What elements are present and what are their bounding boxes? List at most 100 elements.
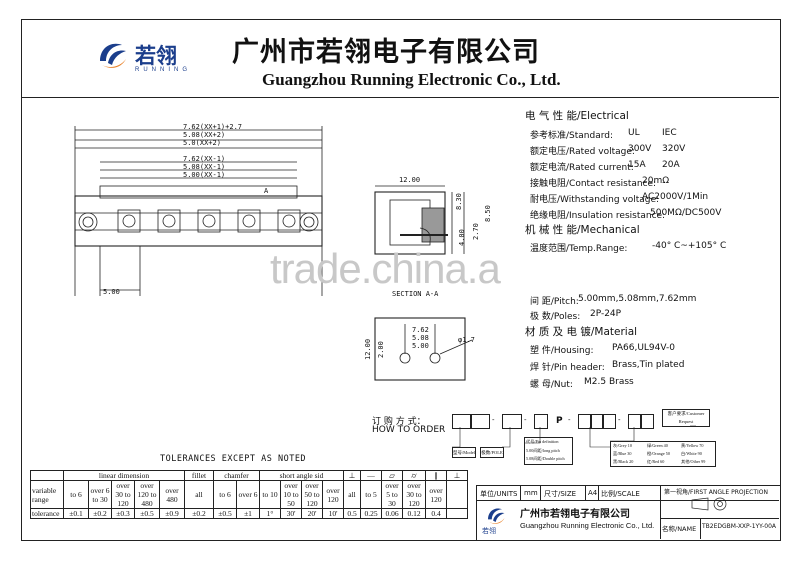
linear-tol-5: ±0.9 xyxy=(159,508,185,519)
side-section-view xyxy=(374,185,465,255)
material-title: 材 质 及 电 镀/Material xyxy=(525,326,638,338)
angle-tol-1: 1° xyxy=(259,508,281,519)
insulation-value: 500MΩ/DC500V xyxy=(650,208,722,218)
dim-pcb-508: 5.08 xyxy=(412,334,429,342)
group-chamfer: chamfer xyxy=(213,470,260,481)
dim-pins-500: 5.00(XX-1) xyxy=(183,171,226,179)
standard-iec: IEC xyxy=(662,128,677,138)
variable-range-label: variable range xyxy=(30,480,64,509)
tolerance-range-row: variable range to 6 over 6 to 30 over 30… xyxy=(30,480,468,509)
units-label: 单位/UNITS xyxy=(480,490,518,498)
current-ul: 15A xyxy=(628,160,646,170)
symbol-perpendicular-icon: ⊥ xyxy=(343,470,361,481)
name-value: TB2EDGBM-XXP-1YY-00A xyxy=(702,523,777,530)
logo-english-name: RUNNING xyxy=(135,67,191,73)
linear-tol-2: ±0.2 xyxy=(88,508,112,519)
dim-pitch: 5.00 xyxy=(103,288,120,296)
dim-side-v-830: 8.30 xyxy=(455,193,463,210)
order-dash-2: - xyxy=(524,416,527,424)
linear-range-5: over 480 xyxy=(159,480,185,509)
symbol-flatness-icon: — xyxy=(360,470,382,481)
electrical-title: 电 气 性 能/Electrical xyxy=(525,110,629,122)
nut-value: M2.5 Brass xyxy=(584,377,634,387)
standard-ul: UL xyxy=(628,128,640,138)
pitch-label: 间 距/Pitch: xyxy=(530,297,579,307)
watermark: trade.china.a xyxy=(270,245,501,292)
color-option-green: 绿/Green 40 xyxy=(647,443,668,448)
order-dash-4: - xyxy=(618,416,621,424)
first-angle-projection-icon xyxy=(691,497,727,511)
dim-side-v-850: 8.50 xyxy=(484,205,492,222)
running-logo-icon xyxy=(100,43,126,68)
logo-chinese-name: 若翎 xyxy=(135,44,177,68)
geo-tol-5: 0.4 xyxy=(425,508,447,519)
temp-label: 温度范围/Temp.Range: xyxy=(530,244,628,254)
symbol-parallelogram-icon: ▱ xyxy=(381,470,403,481)
geo-tol-3: 0.06 xyxy=(381,508,403,519)
fillet-tol: ±0.2 xyxy=(184,508,214,519)
color-option-orange: 橙/Orange 50 xyxy=(647,451,670,456)
front-view-drawing xyxy=(74,126,323,296)
contact-value: 20mΩ xyxy=(642,176,670,186)
dim-pcb-500: 5.00 xyxy=(412,342,429,350)
order-tag-colors: 灰/Grey 10 蓝/Blue 30 黑/Black 20 绿/Green 4… xyxy=(610,441,716,467)
order-box-pole xyxy=(502,414,522,429)
angle-tol-3: 20' xyxy=(301,508,323,519)
geo-tol-2: 0.25 xyxy=(360,508,382,519)
terminal-screws xyxy=(117,209,301,233)
symbol-cylindricity-icon: ⌭ xyxy=(402,470,426,481)
drawing-frame xyxy=(21,19,781,541)
titleblock-company-cn: 广州市若翎电子有限公司 xyxy=(520,509,630,520)
withstand-label: 耐电压/Withstanding voltage: xyxy=(530,195,660,205)
mechanical-title: 机 械 性 能/Mechanical xyxy=(525,224,640,236)
chamfer-range-1: to 6 xyxy=(213,480,237,509)
group-fillet: fillet xyxy=(184,470,214,481)
pcb-layout-drawing xyxy=(374,317,473,381)
order-title-cn: 订 购 方 式： xyxy=(372,417,426,427)
geo-tol-4: 0.12 xyxy=(402,508,426,519)
geo-range-3: over 5 to 30 xyxy=(381,480,403,509)
color-option-blue: 蓝/Blue 30 xyxy=(613,451,632,456)
order-dash-1: - xyxy=(492,416,495,424)
linear-tol-4: ±0.5 xyxy=(134,508,160,519)
insulation-label: 绝缘电阻/Insulation resistance: xyxy=(530,211,666,221)
color-option-black: 黑/Black 20 xyxy=(613,459,634,464)
order-box-color-3 xyxy=(602,414,616,429)
order-box-pitch xyxy=(534,414,548,429)
pitch-option-1: 代号/Pin definition xyxy=(526,439,559,444)
color-option-red: 红/Red 60 xyxy=(647,459,665,464)
angle-range-2: over 10 to 50 xyxy=(280,480,302,509)
order-box-model-2 xyxy=(470,414,490,429)
order-leader-lines xyxy=(452,425,696,448)
symbol-parallel-icon: ∥ xyxy=(425,470,447,481)
dim-overall-508: 5.08(XX+2) xyxy=(183,131,226,139)
color-option-white: 白/White 90 xyxy=(681,451,702,456)
angle-range-3: over 50 to 120 xyxy=(301,480,323,509)
current-iec: 20A xyxy=(662,160,680,170)
company-name-chinese: 广州市若翎电子有限公司 xyxy=(232,37,540,68)
angle-range-4: over 120 xyxy=(322,480,344,509)
order-dash-3: - xyxy=(568,416,571,424)
pitch-option-2: 5.00间距/long pitch xyxy=(526,447,560,453)
color-option-other: 其他/Other 99 xyxy=(681,459,706,464)
color-option-grey: 灰/Grey 10 xyxy=(613,443,632,448)
angle-tol-4: 10' xyxy=(322,508,344,519)
group-angle: short angle sid xyxy=(259,470,344,481)
header-divider xyxy=(21,97,779,98)
titleblock-company-en: Guangzhou Running Electronic Co., Ltd. xyxy=(520,521,655,530)
linear-range-1: to 6 xyxy=(63,480,89,509)
scale-label: 比例/SCALE xyxy=(601,490,640,498)
order-p-letter: P xyxy=(556,416,563,426)
tolerance-group-row: linear dimension fillet chamfer short an… xyxy=(30,470,468,481)
angle-tol-2: 30' xyxy=(280,508,302,519)
dim-pcb-v-200: 2.00 xyxy=(377,341,385,358)
geo-range-2: to 5 xyxy=(360,480,382,509)
dim-overall-762: 7.62(XX+1)+2.7 xyxy=(183,123,243,131)
fillet-range: all xyxy=(184,480,214,509)
order-tag-customer: 客户要求/Customer Request xyxy=(662,409,710,427)
dim-side-v-400: 4.00 xyxy=(458,229,466,246)
order-box-color-2 xyxy=(590,414,604,429)
voltage-label: 额定电压/Rated voltage: xyxy=(530,147,635,157)
linear-tol-3: ±0.3 xyxy=(111,508,135,519)
symbol-perp-base-icon: ⊥ xyxy=(446,470,468,481)
